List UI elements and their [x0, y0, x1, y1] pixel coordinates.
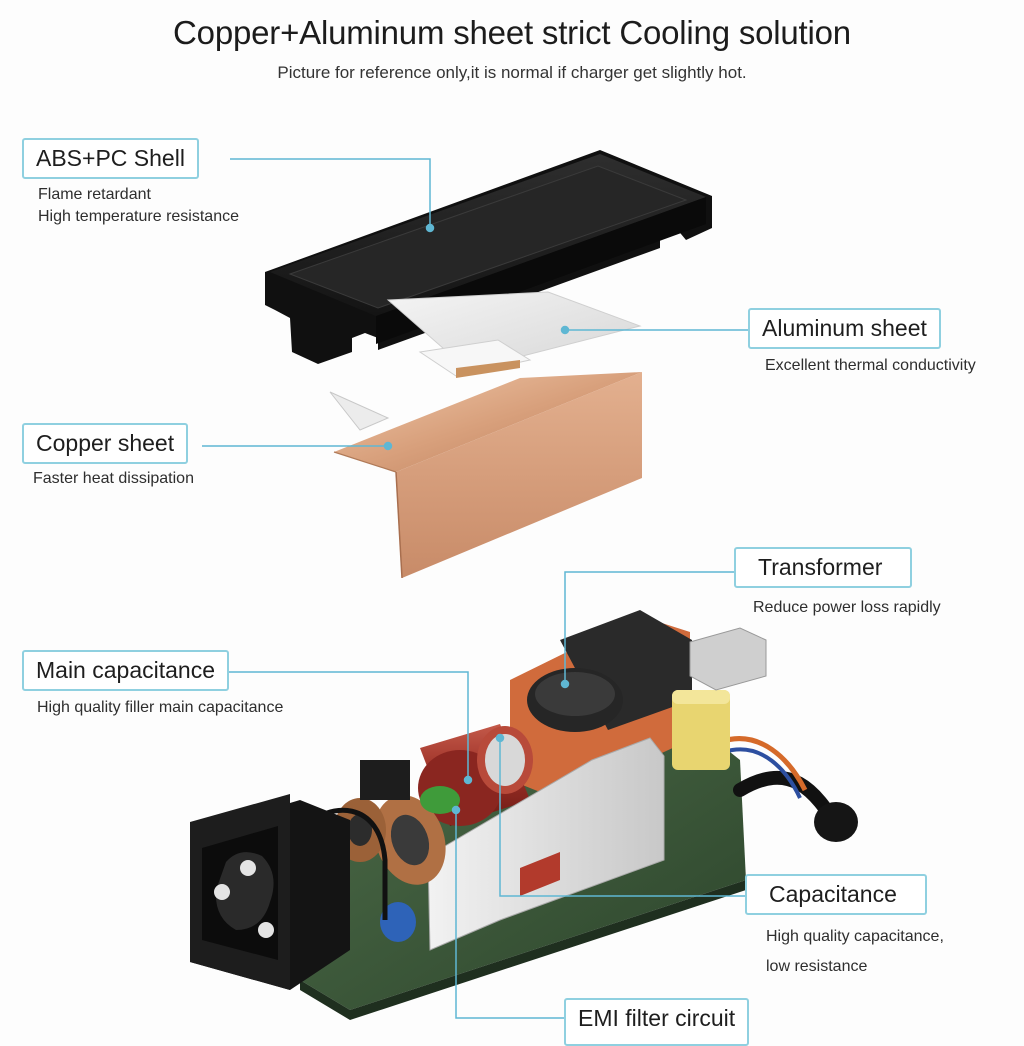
callout-emi-filter-label: EMI filter circuit — [564, 998, 750, 1046]
callout-copper-sheet-desc-1: Faster heat dissipation — [33, 470, 194, 487]
callout-abs-pc-shell-label: ABS+PC Shell — [22, 138, 199, 179]
callout-capacitance-label: Capacitance — [745, 874, 927, 915]
leader-line-shell — [230, 158, 431, 228]
callout-abs-pc-shell-desc-2: High temperature resistance — [38, 208, 239, 225]
callout-transformer-label: Transformer — [734, 547, 913, 588]
callout-aluminum-sheet-label: Aluminum sheet — [748, 308, 941, 349]
callout-capacitance-desc-2: low resistance — [766, 958, 868, 975]
callout-aluminum-sheet-desc-1: Excellent thermal conductivity — [765, 357, 976, 374]
leader-line-capacitance — [499, 738, 745, 897]
pcb-assembly-part — [190, 610, 858, 1020]
leader-line-emi — [455, 810, 566, 1019]
callout-capacitance-desc-1: High quality capacitance, — [766, 928, 944, 945]
copper-sheet-part — [333, 372, 642, 579]
callout-main-capacitance-label: Main capacitance — [22, 650, 229, 691]
callout-main-capacitance-desc-1: High quality filler main capacitance — [37, 699, 284, 716]
exploded-charger-illustration — [190, 150, 858, 1020]
aluminum-sheet-part — [329, 291, 642, 431]
page-title: Copper+Aluminum sheet strict Cooling sol… — [173, 14, 851, 51]
leader-line-transformer — [564, 571, 734, 684]
page-subtitle: Picture for reference only,it is normal … — [277, 63, 747, 82]
callout-copper-sheet-label: Copper sheet — [22, 423, 189, 464]
callout-abs-pc-shell-desc-1: Flame retardant — [38, 186, 151, 203]
leader-line-main-capacitance — [224, 671, 469, 780]
leader-lines — [202, 158, 748, 1019]
callout-transformer-desc-1: Reduce power loss rapidly — [753, 599, 941, 616]
abs-pc-shell-part — [265, 150, 712, 364]
